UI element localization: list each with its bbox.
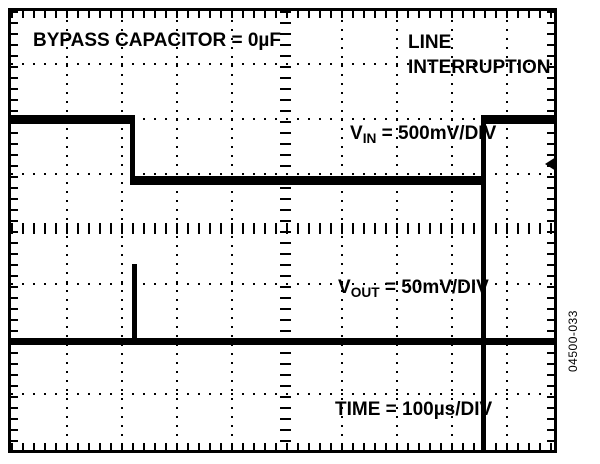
graticule-hline-7 bbox=[11, 393, 554, 395]
graticule-hline-2 bbox=[11, 118, 554, 120]
vout-trace-baseline bbox=[11, 338, 554, 345]
vin-trace-high-right bbox=[481, 115, 554, 124]
vin-trace-rising-edge bbox=[481, 115, 486, 185]
label-vout-scale: VOUT = 50mV/DIV bbox=[338, 277, 489, 300]
vin-trace-low bbox=[130, 176, 486, 185]
graticule-hline-3 bbox=[11, 173, 554, 175]
vout-symbol: V bbox=[338, 277, 351, 298]
vout-subscript: OUT bbox=[350, 284, 380, 300]
graticule-hline-1 bbox=[11, 63, 554, 65]
line-interruption-line2: INTERRUPTION bbox=[408, 57, 551, 78]
label-timebase: TIME = 100µs/DIV bbox=[335, 399, 493, 420]
vin-trace-high-left bbox=[11, 115, 133, 124]
vin-symbol: V bbox=[350, 123, 363, 144]
oscilloscope-screen: BYPASS CAPACITOR = 0µF LINE INTERRUPTION… bbox=[8, 8, 557, 453]
figure-id-label: 04500-033 bbox=[566, 310, 580, 372]
line-interruption-line1: LINE bbox=[408, 32, 452, 53]
vout-spike-rising bbox=[481, 185, 486, 450]
vout-spike-falling bbox=[132, 264, 137, 342]
vout-scale-value: = 50mV/DIV bbox=[379, 277, 489, 298]
vin-scale-value: = 500mV/DIV bbox=[376, 123, 497, 144]
graticule-area: BYPASS CAPACITOR = 0µF LINE INTERRUPTION… bbox=[11, 11, 554, 450]
vin-trace-falling-edge bbox=[130, 115, 135, 185]
graticule-hline-5 bbox=[11, 283, 554, 285]
label-vin-scale: VIN = 500mV/DIV bbox=[350, 123, 496, 146]
label-bypass-capacitor: BYPASS CAPACITOR = 0µF bbox=[33, 30, 281, 51]
trigger-level-arrow-icon[interactable] bbox=[545, 157, 554, 171]
label-line-interruption: LINE INTERRUPTION bbox=[408, 30, 551, 80]
vin-subscript: IN bbox=[362, 130, 377, 146]
graticule-center-haxis bbox=[11, 223, 554, 234]
